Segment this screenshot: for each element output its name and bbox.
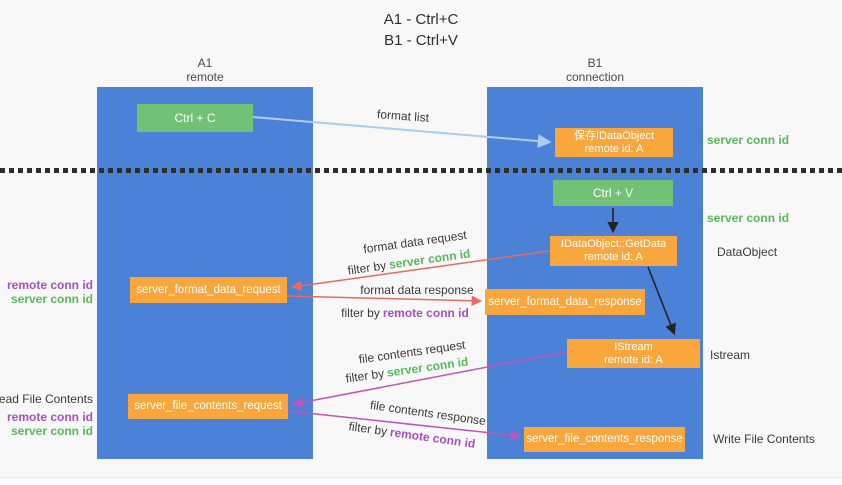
server-conn-id-label-format: server conn id <box>10 292 93 306</box>
conn-id-pair-file: remote conn id server conn id <box>7 410 93 438</box>
dataobject-label: DataObject <box>717 245 778 259</box>
remote-conn-id-label-format: remote conn id <box>6 278 93 292</box>
server-format-data-response-label: server_format_data_response <box>488 295 642 308</box>
filter-by-text: filter by <box>347 419 389 439</box>
idataobject-getdata-text: IDataObject::GetData remote id: A <box>561 238 666 264</box>
server-file-contents-response-node: server_file_contents_response <box>524 427 685 452</box>
getdata-line2: remote id: A <box>584 251 643 263</box>
save-idataobject-line2: remote id: A <box>584 142 644 155</box>
lane-b1-name: B1 <box>587 56 603 70</box>
format-data-response-label: format data response <box>360 283 474 297</box>
remote-conn-id-inline: remote conn id <box>389 424 477 451</box>
istream-line1: IStream <box>614 340 653 353</box>
lane-b1-subtitle: connection <box>565 70 625 84</box>
ctrl-c-node: Ctrl + C <box>137 104 253 132</box>
lane-a1-name: A1 <box>197 56 213 70</box>
bottom-window-edge <box>0 477 842 485</box>
server-file-contents-request-label: server_file_contents_request <box>134 400 282 412</box>
server-conn-id-label-mid: server conn id <box>707 211 790 225</box>
conn-id-pair-format: remote conn id server conn id <box>7 278 93 306</box>
istream-line2: remote id: A <box>604 353 663 366</box>
server-file-contents-response-label: server_file_contents_response <box>526 433 683 445</box>
title-line-b1: B1 - Ctrl+V <box>384 32 458 49</box>
dotted-separator <box>0 168 842 173</box>
istream-label: Istream <box>710 348 751 362</box>
read-file-contents-label: Read File Contents <box>0 392 93 406</box>
lane-header-b1: B1 connection <box>487 56 703 84</box>
idataobject-getdata-node: IDataObject::GetData remote id: A <box>550 236 677 266</box>
save-idataobject-text: 保存IDataObject remote id: A <box>574 130 654 156</box>
server-file-contents-request-node: server_file_contents_request <box>128 394 288 419</box>
filter-by-text: filter by <box>341 306 380 320</box>
lane-header-a1: A1 remote <box>97 56 313 84</box>
istream-text: IStream remote id: A <box>604 341 663 367</box>
save-idataobject-node: 保存IDataObject remote id: A <box>555 128 673 157</box>
ctrl-c-label: Ctrl + C <box>174 110 216 125</box>
format-list-label: format list <box>376 107 430 125</box>
getdata-line1: IDataObject::GetData <box>560 238 667 250</box>
diagram-title: A1 - Ctrl+C B1 - Ctrl+V <box>0 9 842 51</box>
filter-by-text: filter by <box>344 366 386 386</box>
server-format-data-request-node: server_format_data_request <box>130 277 287 303</box>
server-conn-id-label-file: server conn id <box>10 424 93 438</box>
ctrl-v-label: Ctrl + V <box>592 185 634 200</box>
server-format-data-response-node: server_format_data_response <box>485 289 645 315</box>
server-format-data-request-label: server_format_data_request <box>136 283 281 296</box>
remote-conn-id-label-file: remote conn id <box>6 410 93 424</box>
title-line-a1: A1 - Ctrl+C <box>383 11 459 28</box>
write-file-contents-label: Write File Contents <box>713 432 815 446</box>
lane-a1-subtitle: remote <box>186 70 224 84</box>
ctrl-v-node: Ctrl + V <box>553 180 673 206</box>
remote-conn-id-inline: remote conn id <box>382 306 469 320</box>
server-conn-id-label-top: server conn id <box>707 133 790 147</box>
istream-node: IStream remote id: A <box>567 339 700 368</box>
save-idataobject-line1: 保存IDataObject <box>573 129 655 142</box>
filter-by-text: filter by <box>346 258 388 278</box>
